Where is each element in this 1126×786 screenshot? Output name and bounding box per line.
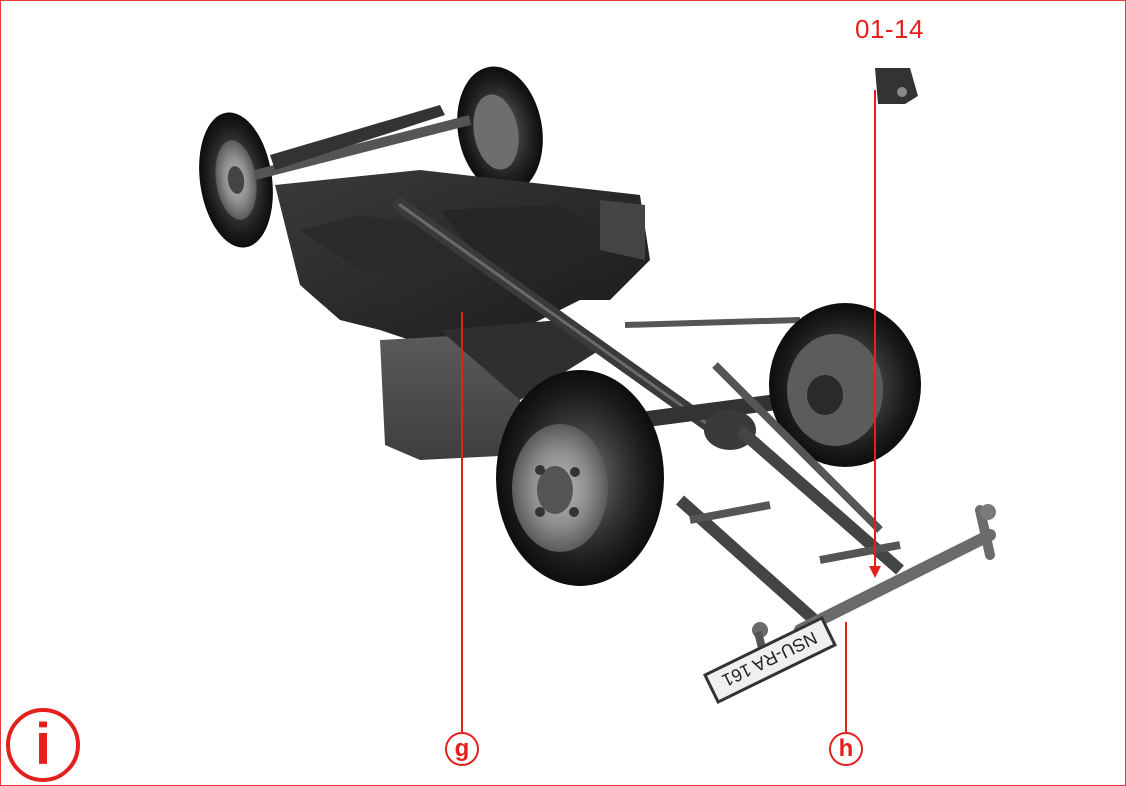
part-number-label: 01-14 (855, 14, 924, 44)
callout-h: h (829, 732, 863, 766)
callout-g: g (445, 732, 479, 766)
rear-axle (253, 115, 472, 180)
front-right-wheel (769, 303, 921, 467)
tie-rod (624, 317, 801, 328)
info-icon: i (6, 708, 80, 782)
rear-right-wheel (457, 66, 543, 194)
license-plate: NSU-RA 161 (702, 616, 838, 704)
part-01-14-bracket (875, 68, 918, 104)
front-left-wheel (496, 370, 664, 586)
leader-arrow-01-14 (869, 566, 881, 578)
rear-left-wheel (199, 112, 273, 248)
bumper-bar (794, 529, 996, 636)
